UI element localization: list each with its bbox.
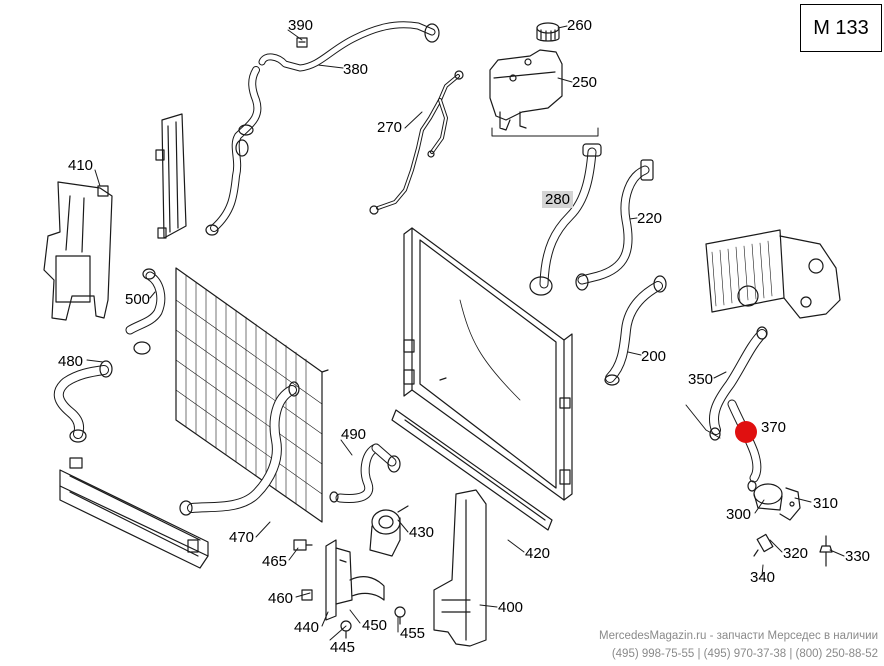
part-460 xyxy=(301,589,313,601)
footer-line-1: MercedesMagazin.ru - запчасти Мерседес в… xyxy=(599,630,878,642)
part-label-260: 260 xyxy=(567,17,593,34)
part-lower-cooler xyxy=(59,457,209,569)
part-label-350: 350 xyxy=(688,371,714,388)
part-440-bracket xyxy=(325,539,385,621)
part-side-cooler xyxy=(155,113,187,239)
part-condenser xyxy=(175,267,329,523)
part-label-320: 320 xyxy=(783,545,809,562)
part-370-hose xyxy=(727,399,762,483)
part-label-400: 400 xyxy=(498,599,524,616)
part-200-hose xyxy=(604,275,667,386)
part-280-hose xyxy=(529,143,602,296)
part-label-270: 270 xyxy=(377,119,403,136)
part-390 xyxy=(296,37,308,48)
part-label-250: 250 xyxy=(572,74,598,91)
part-label-455: 455 xyxy=(400,625,426,642)
part-300-pump xyxy=(747,480,783,511)
part-220-hose xyxy=(575,159,654,291)
part-label-380: 380 xyxy=(343,61,369,78)
part-260-cap xyxy=(536,22,560,42)
part-400-guide xyxy=(433,489,487,647)
part-label-410: 410 xyxy=(68,157,94,174)
part-label-300: 300 xyxy=(726,506,752,523)
part-250-reservoir xyxy=(489,49,563,131)
model-code: M 133 xyxy=(813,16,869,39)
part-455-bolt xyxy=(394,606,406,625)
part-380-hose xyxy=(205,21,440,236)
part-label-330: 330 xyxy=(845,548,871,565)
part-330-bolt xyxy=(819,535,833,567)
part-445-bolt xyxy=(340,620,352,639)
part-270-pipe xyxy=(369,70,464,215)
part-465 xyxy=(293,539,313,551)
part-410-duct xyxy=(43,181,113,321)
model-code-box: M 133 xyxy=(800,4,882,52)
part-470-hose xyxy=(179,381,300,516)
part-label-450: 450 xyxy=(362,617,388,634)
part-label-340: 340 xyxy=(750,569,776,586)
part-label-200: 200 xyxy=(641,348,667,365)
part-label-465: 465 xyxy=(262,553,288,570)
part-label-440: 440 xyxy=(294,619,320,636)
part-490-hose xyxy=(329,443,401,503)
part-320 xyxy=(753,533,774,557)
footer-credit: MercedesMagazin.ru - запчасти Мерседес в… xyxy=(599,627,878,663)
part-310-bracket xyxy=(779,487,801,521)
part-480-hose xyxy=(53,360,113,443)
part-500-hose xyxy=(125,268,166,355)
part-430-pump xyxy=(369,505,409,557)
part-label-280: 280 xyxy=(542,191,574,208)
part-350-hose xyxy=(708,326,768,441)
part-label-430: 430 xyxy=(409,524,435,541)
part-label-220: 220 xyxy=(637,210,663,227)
part-label-370: 370 xyxy=(761,419,787,436)
part-label-310: 310 xyxy=(813,495,839,512)
part-label-500: 500 xyxy=(125,291,151,308)
part-label-490: 490 xyxy=(341,426,367,443)
part-label-470: 470 xyxy=(229,529,255,546)
part-label-420: 420 xyxy=(525,545,551,562)
part-label-480: 480 xyxy=(58,353,84,370)
highlight-marker-dot xyxy=(735,421,757,443)
part-trans-cooler xyxy=(705,229,841,319)
footer-line-2: (495) 998-75-55 | (495) 970-37-38 | (800… xyxy=(611,648,878,660)
part-label-445: 445 xyxy=(330,639,356,656)
part-420-bar xyxy=(391,409,553,531)
part-radiator xyxy=(403,227,573,501)
part-label-390: 390 xyxy=(288,17,314,34)
part-label-460: 460 xyxy=(268,590,294,607)
